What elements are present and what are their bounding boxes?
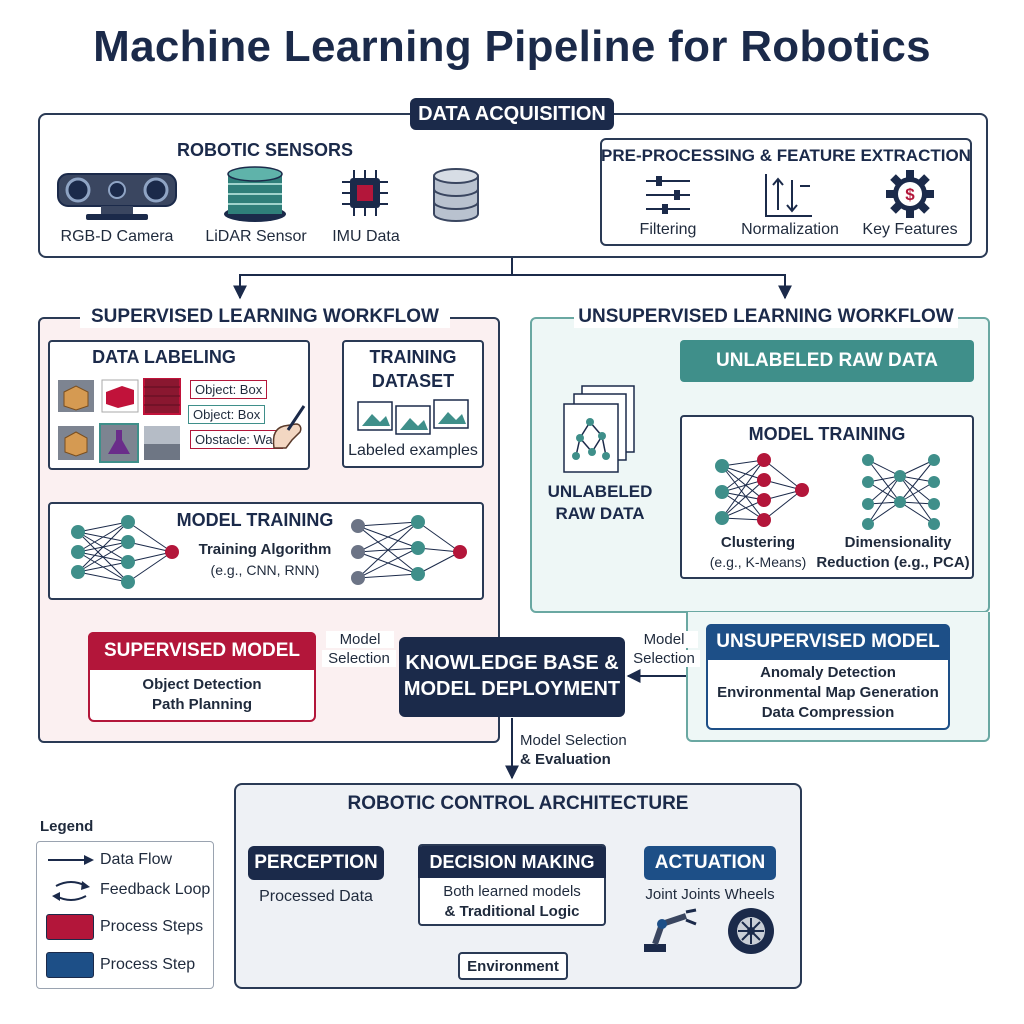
legend-process-step-label: Process Step (100, 956, 196, 973)
legend-data-flow-icon (46, 852, 96, 868)
perception-block: PERCEPTION (248, 846, 384, 880)
dataset-images-icon (356, 398, 470, 436)
page-title: Machine Learning Pipeline for Robotics (93, 22, 931, 71)
labeling-hand-pen-icon (266, 404, 306, 450)
preprocess-label-normalization: Normalization (741, 221, 839, 238)
model-selection-right-1: Model (630, 631, 698, 648)
lidar-sensor-icon (222, 164, 288, 224)
training-dataset-caption: Labeled examples (348, 442, 478, 459)
knowledge-base-box (399, 637, 625, 717)
supervised-model-line1: Object Detection (142, 676, 262, 693)
raw-data-documents-icon (560, 384, 640, 476)
arrow-to-unsupervised (512, 274, 792, 300)
dimred-label-1: Dimensionality (844, 534, 952, 551)
environment-block: Environment (458, 952, 568, 980)
clustering-label-2: (e.g., K-Means) (709, 554, 807, 570)
actuation-caption: Joint Joints Wheels (645, 886, 775, 903)
legend-title: Legend (40, 818, 94, 835)
data-labeling-title: DATA LABELING (92, 347, 236, 367)
model-selection-right-2: Selection (628, 650, 700, 667)
unsupervised-title: UNSUPERVISED LEARNING WORKFLOW (574, 306, 958, 328)
raw-data-label-2: RAW DATA (555, 504, 645, 523)
rgbd-camera-icon (56, 172, 178, 222)
supervised-training-line2: (e.g., CNN, RNN) (210, 562, 320, 578)
supervised-model-title: SUPERVISED MODEL (88, 632, 316, 670)
legend-feedback-loop-icon (46, 878, 96, 904)
sensor-label-imu: IMU Data (332, 228, 400, 245)
legend-feedback-loop-label: Feedback Loop (100, 881, 211, 898)
legend-process-steps-label: Process Steps (100, 918, 204, 935)
legend-process-step-swatch (46, 952, 94, 978)
perception-caption: Processed Data (259, 888, 373, 905)
unsupervised-model-title: UNSUPERVISED MODEL (706, 624, 950, 660)
sensor-label-camera: RGB-D Camera (60, 228, 174, 245)
clustering-network-icon (712, 452, 812, 532)
unlabeled-raw-data-banner: UNLABELED RAW DATA (680, 340, 974, 382)
supervised-title: SUPERVISED LEARNING WORKFLOW (80, 306, 450, 328)
model-selection-evaluation-2: & Evaluation (520, 751, 611, 768)
preprocess-label-filtering: Filtering (639, 221, 697, 238)
unsupervised-model-item-1: Anomaly Detection (760, 664, 896, 681)
model-selection-evaluation-1: Model Selection (520, 732, 627, 749)
neural-network-icon-right (348, 512, 470, 592)
legend-process-steps-swatch (46, 914, 94, 940)
decision-making-line2: & Traditional Logic (444, 903, 580, 920)
unsupervised-model-item-3: Data Compression (761, 704, 895, 721)
raw-data-label-1: UNLABELED (547, 482, 653, 501)
label-tag-box-2: Object: Box (188, 405, 266, 424)
control-architecture-title: ROBOTIC CONTROL ARCHITECTURE (347, 793, 689, 814)
knowledge-base-line2: MODEL DEPLOYMENT (403, 678, 621, 700)
data-acquisition-header: DATA ACQUISITION (410, 98, 614, 130)
normalization-icon (762, 172, 814, 218)
database-icon (432, 168, 480, 222)
imu-chip-icon (340, 168, 390, 218)
unsupervised-training-title: MODEL TRAINING (748, 424, 906, 444)
actuation-block: ACTUATION (644, 846, 776, 880)
supervised-training-title: MODEL TRAINING (176, 510, 334, 530)
clustering-label-1: Clustering (720, 534, 796, 551)
preprocess-label-key-features: Key Features (862, 221, 958, 238)
knowledge-base-line1: KNOWLEDGE BASE & (405, 652, 619, 674)
sensor-label-lidar: LiDAR Sensor (205, 228, 307, 245)
preprocess-title: PRE-PROCESSING & FEATURE EXTRACTION (601, 146, 971, 165)
robot-arm-icon (640, 906, 702, 954)
decision-making-line1: Both learned models (443, 883, 581, 900)
legend-data-flow-label: Data Flow (100, 851, 173, 868)
key-features-gear-icon: $ (886, 170, 934, 218)
unsupervised-model-item-2: Environmental Map Generation (717, 684, 939, 701)
svg-text:$: $ (905, 185, 915, 204)
model-selection-left-1: Model (326, 631, 394, 648)
wheel-icon (726, 906, 776, 956)
label-tag-box-1: Object: Box (190, 380, 268, 399)
labeling-thumbnails-icon (56, 378, 196, 464)
training-dataset-title-2: DATASET (371, 371, 455, 391)
neural-network-icon-left (68, 512, 184, 592)
supervised-training-line1: Training Algorithm (198, 541, 332, 558)
decision-making-block: DECISION MAKING (418, 846, 606, 878)
sensors-title: ROBOTIC SENSORS (176, 140, 354, 160)
filter-sliders-icon (644, 174, 692, 216)
label-tag-wall: Obstacle: Wall (190, 430, 284, 449)
dimensionality-reduction-network-icon (858, 452, 944, 532)
arrow-to-supervised (233, 257, 513, 300)
training-dataset-title-1: TRAINING (369, 347, 457, 367)
supervised-model-line2: Path Planning (151, 696, 252, 713)
dimred-label-2: Reduction (e.g., PCA) (816, 554, 970, 571)
model-selection-left-2: Selection (322, 650, 396, 667)
